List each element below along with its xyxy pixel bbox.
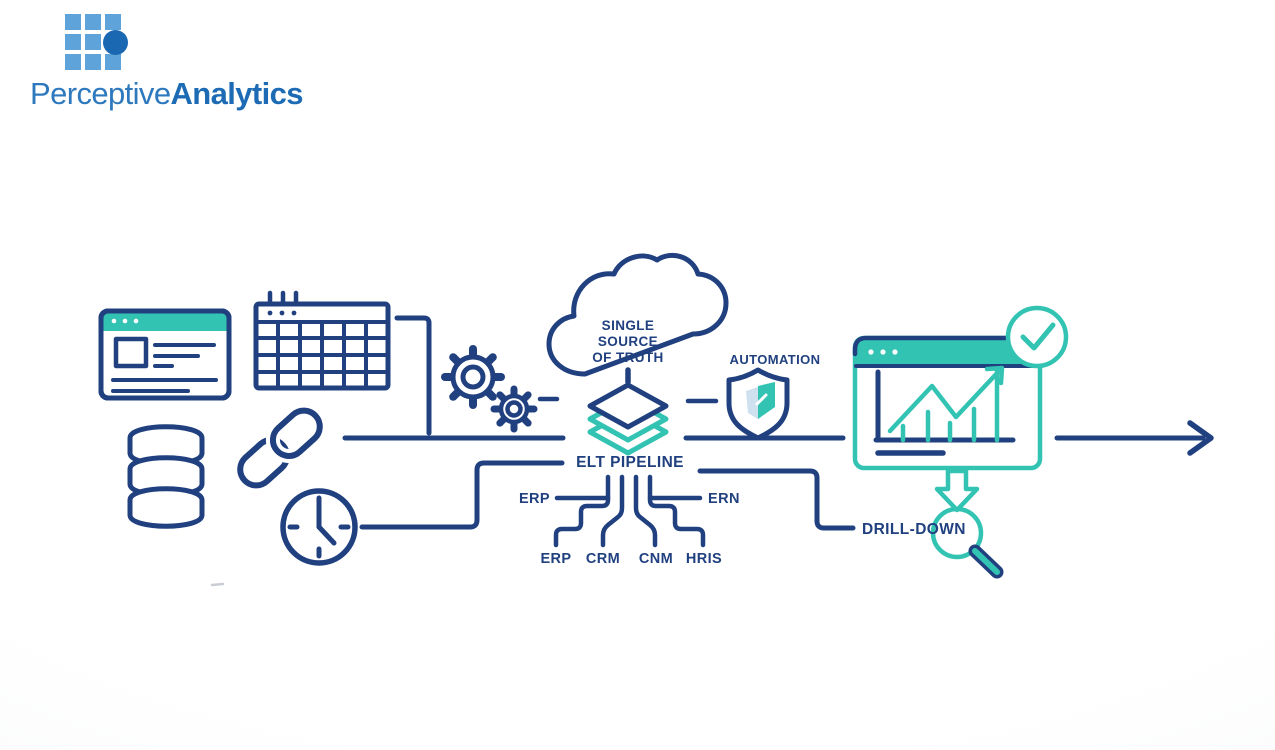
gears-icon [441,345,538,433]
logo-word-analytics: Analytics [170,76,303,111]
chart-trend-arrowhead [984,365,1005,386]
logo-grid-mark [65,14,128,72]
database-icon [127,424,205,529]
check-mark [1020,322,1056,351]
logo-wordmark: PerceptiveAnalytics [30,76,304,111]
source-label-ern-right: ERN [708,491,740,507]
logo-square [65,34,81,50]
analytics-dot [880,349,886,355]
cloud-label-line1: SINGLE [602,318,655,333]
logo-dot-icon [103,30,128,55]
drilldown-label: DRILL-DOWN [862,521,966,538]
chain-ring [237,437,291,489]
gear-small-hole [505,400,523,418]
browser-frame-outline [98,308,232,401]
gear-small-body [498,393,530,425]
faint-dash [210,582,225,587]
browser-dot [122,318,128,324]
browser-window-icon [98,308,232,401]
browser-titlebar [101,311,229,331]
logo-square [105,14,121,30]
browser-dot [111,318,117,324]
fan-line-hris [647,474,706,548]
shield-inner-shadow [746,387,758,419]
fan-line-crm [600,474,625,548]
gear-large-body [450,354,496,400]
connector-clock-up [359,460,565,530]
check-circle-icon [1005,305,1069,369]
source-label-hris: HRIS [686,551,722,567]
cloud-icon: SINGLE SOURCE OF TRUTH [546,253,729,385]
clock-icon [280,488,358,566]
logo-square [65,54,81,70]
stack-layer-top [587,382,669,430]
flow-arrow-head-icon [1187,420,1214,456]
shield-inner-leaf [758,382,775,419]
logo-square [85,14,101,30]
gear-large-hole [460,364,486,390]
cloud-label-line2: SOURCE [598,334,658,349]
source-label-crm: CRM [586,551,620,567]
analytics-dot [892,349,898,355]
layer-stack-icon: ELT PIPELINE [576,382,684,471]
clock-hour-hand [316,524,337,546]
browser-thumbnail [113,336,149,369]
chain-link-icon [237,403,327,489]
database-disc [127,486,205,529]
chart-trend-line [887,367,1003,434]
analytics-dot [868,349,874,355]
source-label-cnm: CNM [639,551,673,567]
perceptive-analytics-logo: PerceptiveAnalytics [30,14,304,111]
source-fanout: ERP ERN ERP CRM CNM HRIS [519,474,740,567]
logo-square [85,54,101,70]
analytics-titlebar [855,338,1040,366]
connector-lines [210,315,1214,587]
chain-ring [269,407,323,459]
connector-drilldown [697,468,856,531]
calendar-dot [267,310,273,316]
cloud-shape [546,253,729,377]
fan-line-cnm [633,474,658,548]
logo-square [65,14,81,30]
source-label-erp-bottom: ERP [540,551,571,567]
connector-calendar-down [394,315,432,436]
fan-line-erp-bottom [553,474,611,548]
calendar-icon [253,290,391,391]
drilldown-group: DRILL-DOWN [862,468,1004,579]
check-circle [1005,305,1069,369]
calendar-dot [291,310,297,316]
logo-word-perceptive: Perceptive [30,76,171,111]
analytics-window-icon [852,335,1043,471]
down-arrow-icon [934,468,980,513]
source-label-erp-left: ERP [519,491,550,507]
calendar-dot [279,310,285,316]
shield-icon: AUTOMATION [726,352,821,441]
browser-dot [133,318,139,324]
logo-square [85,34,101,50]
shield-leaf-slash [755,393,768,406]
logo-square [105,54,121,70]
magnifier-handle [972,548,1000,575]
automation-label: AUTOMATION [730,352,821,367]
pipeline-label: ELT PIPELINE [576,454,684,471]
cloud-label-line3: OF TRUTH [592,350,663,365]
